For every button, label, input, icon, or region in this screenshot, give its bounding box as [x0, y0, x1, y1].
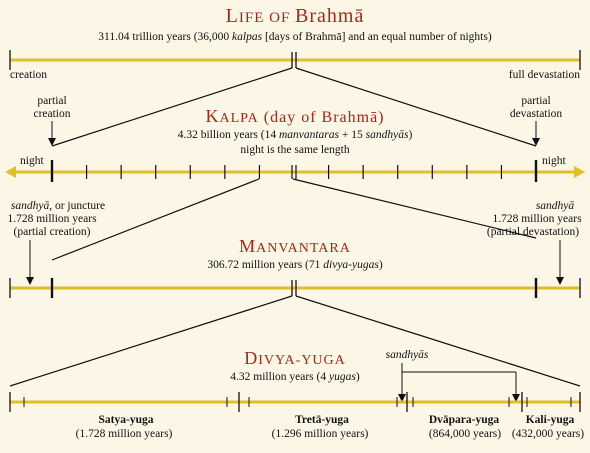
divya-yuga-description: 4.32 million years (4 yugas)	[230, 371, 360, 383]
sandhya-right-years: 1.728 million years	[492, 213, 582, 225]
creation-label: creation	[10, 69, 47, 81]
sandhya-left-years: 1.728 million years	[7, 213, 97, 225]
zoom-line-right-3	[295, 295, 581, 387]
partial-devastation-label-1: partial	[521, 95, 550, 107]
sandhya-left-label: sandhyā, or juncture	[11, 200, 105, 212]
manvantara-description: 306.72 million years (71 divya-yugas)	[207, 259, 383, 271]
sandhya-left-note: (partial creation)	[14, 226, 91, 238]
zoom-line-left-1	[51, 67, 293, 147]
life-description: 311.04 trillion years (36,000 kalpas [da…	[98, 31, 492, 43]
life-timeline	[9, 50, 581, 70]
manvantara-title: MANVANTARA	[239, 236, 351, 256]
zoom-line-left-2	[51, 178, 260, 261]
zoom-line-left-3	[9, 295, 293, 387]
full-devastation-label: full devastation	[509, 69, 580, 81]
night-right-label: night	[542, 155, 566, 167]
kalpa-manvantara-ticks	[85, 165, 503, 179]
night-left-arrowhead	[5, 166, 16, 178]
yuga-name-satya: Satya-yuga	[99, 414, 154, 426]
divya-yuga-timeline	[9, 392, 581, 412]
kalpa-title: KALPA (day of Brahmā)	[205, 106, 384, 126]
sandhyas-bracket	[398, 363, 520, 402]
partial-creation-label-2: creation	[33, 108, 70, 120]
manvantara-timeline	[9, 278, 581, 298]
night-left-label: night	[20, 155, 44, 167]
sandhya-right-label: sandhyā	[536, 200, 575, 212]
night-note: night is the same length	[240, 144, 349, 156]
yuga-years-dvapara: (864,000 years)	[429, 428, 501, 440]
yuga-name-dvapara: Dvāpara-yuga	[429, 414, 500, 426]
zoom-line-right-1	[295, 67, 537, 147]
sandhya-right-note: (partial devastation)	[487, 226, 579, 238]
yuga-years-kali: (432,000 years)	[512, 428, 584, 440]
partial-devastation-label-2: devastation	[510, 108, 563, 120]
zoom-line-right-2	[292, 178, 537, 239]
life-title: LIFE OF Brahmā	[226, 5, 365, 27]
partial-creation-label-1: partial	[37, 95, 66, 107]
sandhyas-label: sandhyās	[386, 349, 429, 361]
night-right-arrowhead	[574, 166, 585, 178]
yuga-years-satya: (1.728 million years)	[76, 428, 173, 440]
yuga-years-treta: (1.296 million years)	[272, 428, 369, 440]
kalpa-description: 4.32 billion years (14 manvantaras + 15 …	[178, 129, 413, 141]
yuga-name-kali: Kali-yuga	[526, 414, 575, 426]
kalpa-timeline	[5, 160, 585, 182]
divya-yuga-title: DIVYA-YUGA	[244, 348, 346, 368]
yuga-name-treta: Tretā-yuga	[295, 414, 349, 426]
